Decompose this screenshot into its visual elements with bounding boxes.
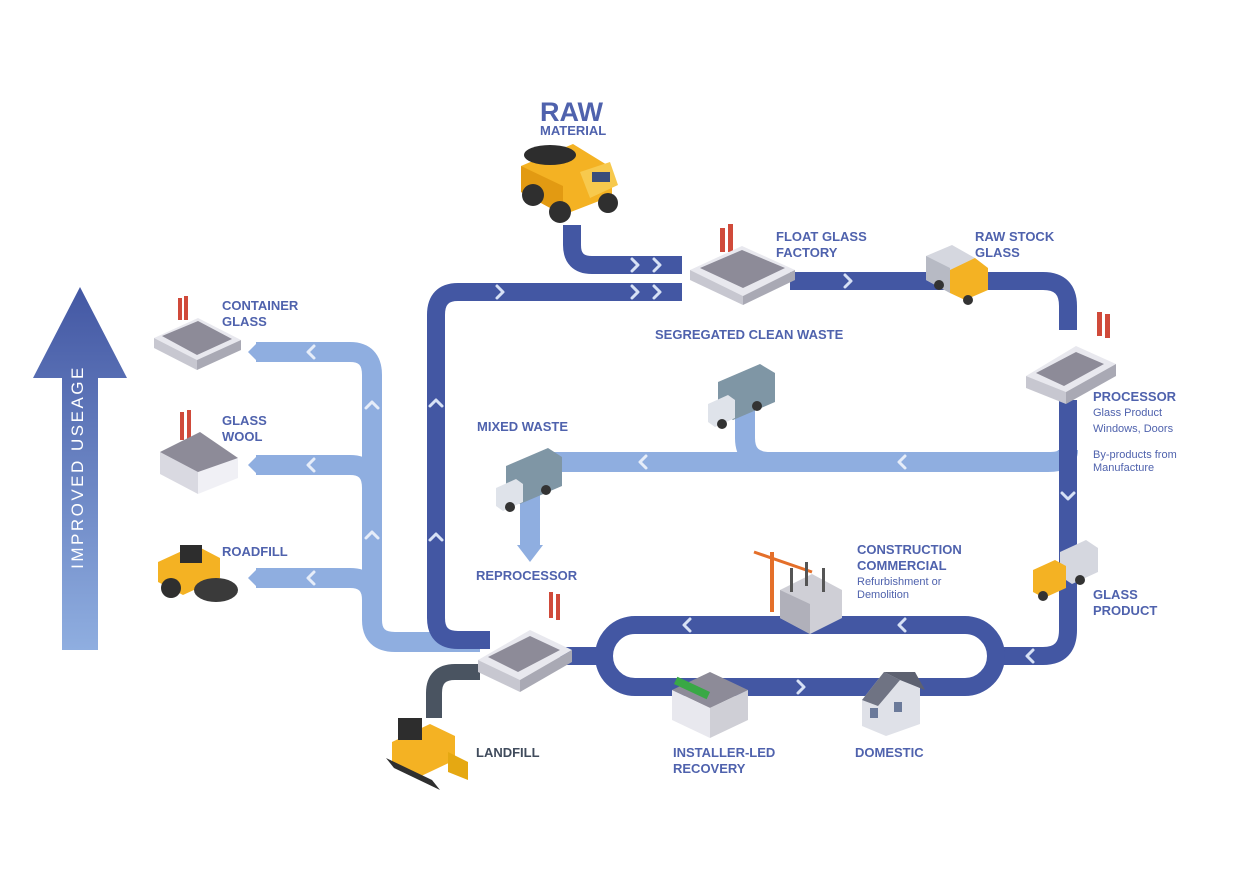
installer-label-2: RECOVERY xyxy=(673,761,746,776)
container-glass-factory-icon xyxy=(154,296,241,370)
mixed-waste-label: MIXED WASTE xyxy=(477,419,569,434)
flow-processor-to-mixed-waste xyxy=(545,448,1078,472)
processor-building-icon xyxy=(1026,312,1116,404)
mixed-waste-truck-icon xyxy=(496,448,562,512)
landfill-label: LANDFILL xyxy=(476,745,540,760)
segregated-waste-label: SEGREGATED CLEAN WASTE xyxy=(655,327,844,342)
raw-stock-label-1: RAW STOCK xyxy=(975,229,1055,244)
improved-usage-arrow xyxy=(33,287,127,650)
flow-glass-wool-branch xyxy=(256,455,382,489)
glass-wool-arrowhead xyxy=(248,455,258,475)
flow-reprocessor-to-landfill xyxy=(426,664,480,718)
processor-sub-2: Windows, Doors xyxy=(1093,423,1174,435)
glass-product-truck-icon xyxy=(1033,540,1098,601)
reprocessor-label: REPROCESSOR xyxy=(476,568,578,583)
flow-segregated-truck-down xyxy=(735,408,771,472)
flow-processor-to-glass-product xyxy=(998,400,1077,665)
raw-stock-truck-icon xyxy=(926,245,988,305)
flow-reprocessor-to-uses xyxy=(256,342,480,652)
improved-usage-label: IMPROVED USEAGE xyxy=(68,365,87,569)
processor-sub-4: Manufacture xyxy=(1093,462,1155,474)
reprocessor-building-icon xyxy=(478,592,572,692)
processor-label: PROCESSOR xyxy=(1093,389,1177,404)
raw-title: RAW xyxy=(540,97,603,127)
light-blue-flows xyxy=(256,342,1078,652)
processor-sub-3: By-products from xyxy=(1093,449,1177,461)
mixed-waste-down-arrowhead xyxy=(517,545,543,562)
roadfill-arrowhead xyxy=(248,568,258,588)
roadfill-label: ROADFILL xyxy=(222,544,288,559)
construction-label-1: CONSTRUCTION xyxy=(857,542,962,557)
roadfill-roller-icon xyxy=(158,545,238,602)
domestic-house-icon xyxy=(862,672,925,736)
raw-material-truck-icon xyxy=(521,144,618,223)
flow-roadfill-branch xyxy=(256,568,382,601)
container-glass-arrowhead xyxy=(248,342,258,362)
flow-factory-to-processor xyxy=(790,272,1077,330)
light-flow-chevrons xyxy=(306,344,907,586)
container-glass-label-2: GLASS xyxy=(222,314,267,329)
processor-sub-1: Glass Product xyxy=(1093,407,1163,419)
flow-chevrons xyxy=(428,257,1076,695)
construction-crane-icon xyxy=(753,550,842,634)
glass-product-label-2: PRODUCT xyxy=(1093,603,1158,618)
construction-sub-1: Refurbishment or xyxy=(857,576,942,588)
float-glass-factory-icon xyxy=(690,224,795,305)
installer-label-1: INSTALLER-LED xyxy=(673,745,776,760)
container-glass-label-1: CONTAINER xyxy=(222,298,299,313)
flow-raw-material-to-factory xyxy=(563,225,682,274)
glass-wool-label-2: WOOL xyxy=(222,429,263,444)
raw-subtitle: MATERIAL xyxy=(540,123,607,138)
flow-recycling-loop-to-factory xyxy=(427,283,682,649)
domestic-label: DOMESTIC xyxy=(855,745,924,760)
construction-label-2: COMMERCIAL xyxy=(857,558,947,573)
construction-sub-2: Demolition xyxy=(857,589,909,601)
installer-recovery-depot-icon xyxy=(672,672,748,738)
raw-stock-label-2: GLASS xyxy=(975,245,1020,260)
recycling-sign xyxy=(673,676,711,700)
float-glass-label-1: FLOAT GLASS xyxy=(776,229,867,244)
landfill-bulldozer-icon xyxy=(386,718,468,790)
glass-wool-factory-icon xyxy=(160,410,238,494)
flow-recovery-loop xyxy=(595,616,1005,696)
glass-wool-label-1: GLASS xyxy=(222,413,267,428)
glass-product-label-1: GLASS xyxy=(1093,587,1138,602)
float-glass-label-2: FACTORY xyxy=(776,245,838,260)
segregated-waste-truck-icon xyxy=(708,364,775,429)
